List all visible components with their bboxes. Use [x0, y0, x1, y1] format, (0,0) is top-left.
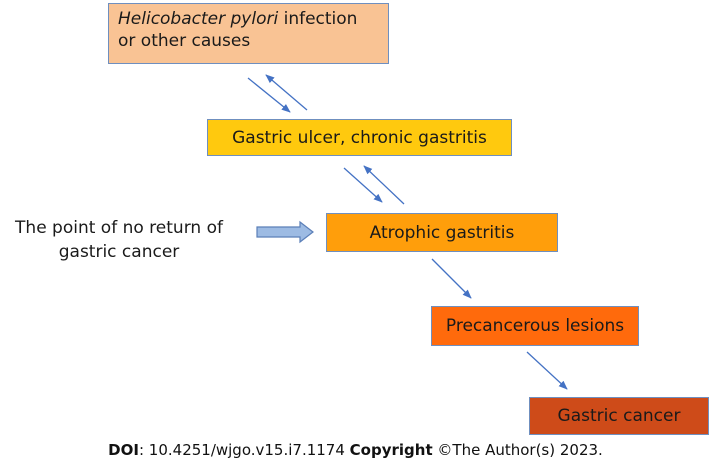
box-gastric-cancer: Gastric cancer	[529, 397, 709, 435]
side-label-line2: gastric cancer	[58, 242, 180, 262]
hp-italic-text: Helicobacter pylori	[118, 9, 279, 29]
arrow-atrophic-to-ulcer	[363, 165, 405, 205]
arrow-hp-to-ulcer	[247, 77, 291, 113]
ulcer-text: Gastric ulcer, chronic gastritis	[232, 127, 487, 148]
box-gastric-ulcer: Gastric ulcer, chronic gastritis	[207, 119, 512, 156]
point-of-no-return-arrow	[256, 220, 314, 244]
box-precancerous-lesions: Precancerous lesions	[431, 306, 639, 346]
arrow-precancer-to-cancer	[526, 351, 568, 390]
arrow-ulcer-to-atrophic	[343, 167, 383, 203]
hp-line2-text: or other causes	[118, 31, 251, 51]
atrophic-text: Atrophic gastritis	[369, 222, 515, 243]
doi-value: : 10.4251/wjgo.v15.i7.1174	[138, 441, 350, 459]
cancer-text: Gastric cancer	[557, 406, 681, 426]
citation-footer: DOI: 10.4251/wjgo.v15.i7.1174 Copyright …	[0, 440, 711, 460]
arrow-ulcer-to-hp	[265, 74, 308, 111]
doi-label: DOI	[108, 441, 139, 459]
box-atrophic-gastritis: Atrophic gastritis	[326, 213, 558, 252]
copyright-value: ©The Author(s) 2023.	[432, 441, 603, 459]
hp-rest-text: infection	[278, 9, 358, 29]
copyright-label: Copyright	[349, 441, 433, 459]
arrow-atrophic-to-precancer	[431, 258, 472, 299]
precancer-text: Precancerous lesions	[445, 316, 625, 336]
point-of-no-return-label: The point of no return of gastric cancer	[0, 216, 238, 264]
side-label-line1: The point of no return of	[15, 218, 223, 238]
box-helicobacter-pylori: Helicobacter pylori infection or other c…	[108, 3, 389, 64]
